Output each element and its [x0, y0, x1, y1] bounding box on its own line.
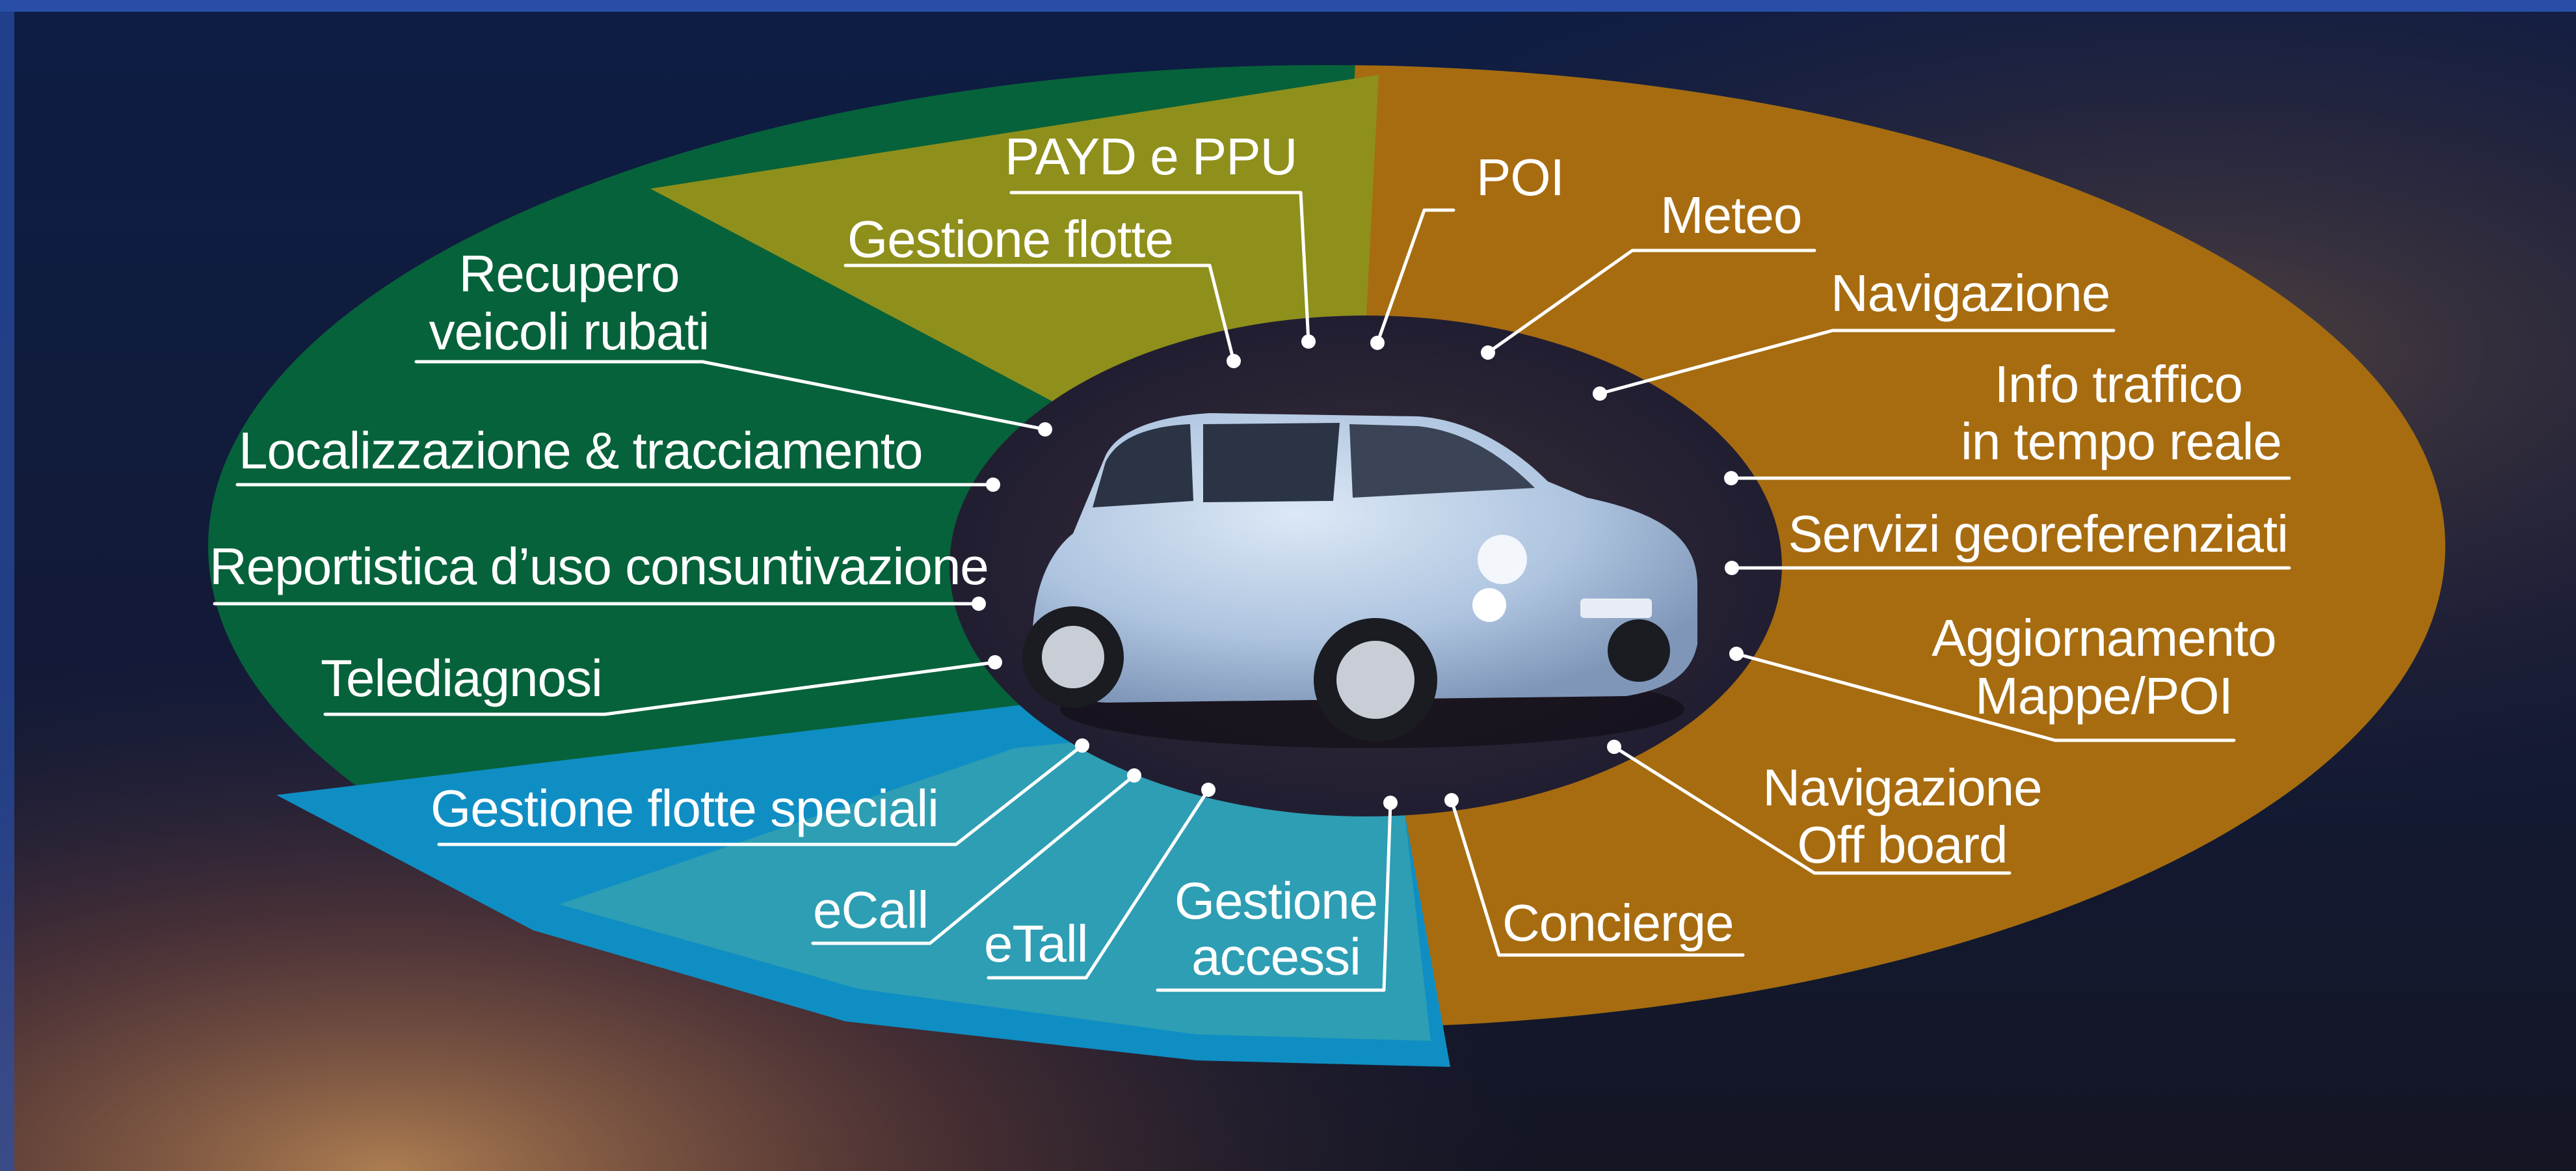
label-concierge: Concierge: [1502, 894, 1734, 952]
label-navigazione-offboard-line1: Navigazione: [1762, 759, 2041, 816]
label-aggiornamento-line2: Mappe/POI: [1975, 667, 2233, 725]
label-gestione-accessi-line2: accessi: [1191, 928, 1361, 986]
leader-lines: [213, 191, 2291, 992]
dot-localizzazione: [986, 478, 1000, 492]
dot-ecall: [1127, 768, 1141, 783]
dot-gestione-flotte: [1227, 354, 1241, 368]
dot-flotte-speciali: [1075, 738, 1089, 753]
label-aggiornamento-line1: Aggiornamento: [1932, 609, 2276, 667]
dot-etall: [1201, 783, 1215, 797]
label-meteo: Meteo: [1660, 186, 1801, 244]
label-recupero-line1: Recupero: [459, 245, 680, 303]
label-gestione-accessi-line1: Gestione: [1175, 872, 1377, 930]
label-etall: eTall: [984, 915, 1088, 973]
dot-gestione-accessi: [1383, 796, 1398, 810]
dot-telediagnosi: [988, 655, 1002, 669]
dot-recupero: [1038, 422, 1052, 437]
service-labels: PAYD e PPU Gestione flotte POI Meteo Nav…: [209, 128, 2289, 986]
dot-concierge: [1444, 793, 1459, 807]
dot-poi: [1370, 336, 1385, 350]
label-reportistica: Reportistica d’uso consuntivazione: [209, 537, 989, 595]
dot-reportistica: [972, 597, 986, 611]
label-poi: POI: [1476, 148, 1564, 206]
left-frame-bar: [0, 0, 14, 1171]
top-frame-bar: [0, 0, 2576, 12]
label-navigazione-offboard-line2: Off board: [1797, 816, 2007, 874]
car-icon: [1022, 413, 1697, 748]
dot-servizi: [1725, 561, 1739, 575]
label-telediagnosi: Telediagnosi: [321, 649, 602, 707]
dot-meteo: [1481, 345, 1495, 360]
dot-payd: [1301, 334, 1316, 349]
label-localizzazione: Localizzazione & tracciamento: [239, 422, 923, 479]
dot-navigazione-offboard: [1607, 740, 1621, 754]
label-servizi-georeferenziati: Servizi georeferenziati: [1788, 505, 2288, 563]
dot-aggiornamento: [1729, 647, 1744, 661]
label-recupero-line2: veicoli rubati: [429, 303, 710, 360]
dot-navigazione: [1593, 386, 1607, 401]
label-payd-ppu: PAYD e PPU: [1005, 128, 1297, 185]
label-ecall: eCall: [813, 881, 928, 939]
label-info-traffico-line1: Info traffico: [1995, 355, 2242, 413]
dot-info-traffico: [1724, 471, 1738, 485]
label-gestione-flotte: Gestione flotte: [847, 210, 1173, 268]
label-info-traffico-line2: in tempo reale: [1961, 412, 2281, 470]
connection-dots: [972, 334, 1744, 810]
label-gestione-flotte-speciali: Gestione flotte speciali: [431, 779, 938, 837]
label-navigazione: Navigazione: [1831, 264, 2110, 322]
